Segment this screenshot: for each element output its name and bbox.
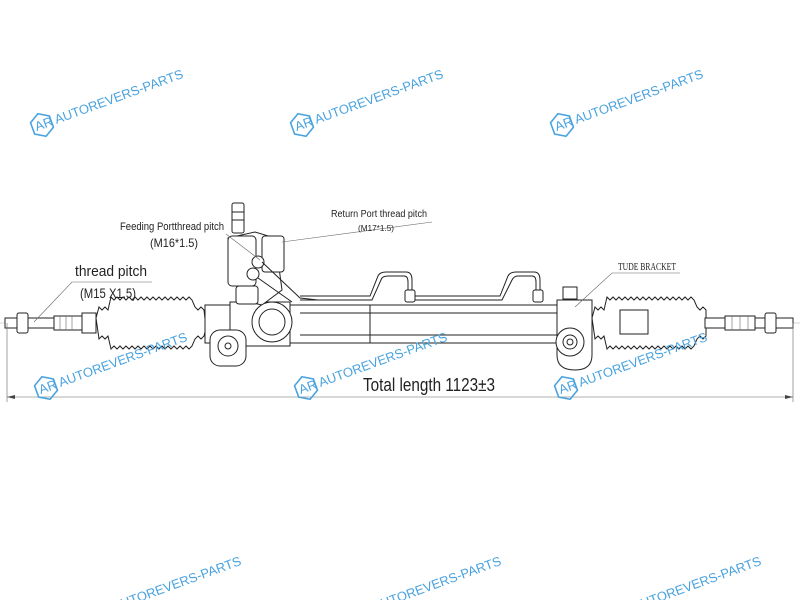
watermark-logo-text: AR: [37, 377, 59, 397]
watermark-logo-icon: [549, 112, 575, 138]
thread-pitch-spec: (M15 X1.5): [80, 285, 136, 301]
watermark-logo-icon: [553, 375, 579, 401]
watermark-label: AUTOREVERS-PARTS: [312, 66, 445, 127]
right-tie-rod: [704, 312, 794, 334]
watermark-logo-icon: [289, 112, 315, 138]
hydraulic-tubes: [300, 271, 544, 303]
watermark-label: AUTOREVERS-PARTS: [370, 553, 503, 600]
bracket-leader: [574, 272, 680, 308]
watermark-logo-text: AR: [553, 114, 575, 134]
left-tie-rod: [4, 312, 97, 334]
total-length-dimension: [6, 323, 794, 402]
feeding-port-leader: [225, 233, 261, 261]
watermark-logo-text: AR: [293, 114, 315, 134]
feeding-port-label: Feeding Portthread pitch: [120, 221, 224, 233]
return-port-spec: (M17*1.5): [358, 224, 394, 233]
bracket-label: TUDE BRACKET: [618, 262, 676, 273]
watermark-logo-text: AR: [557, 377, 579, 397]
watermark-label: AUTOREVERS-PARTS: [110, 553, 243, 600]
watermark-logo-icon: [29, 112, 55, 138]
watermark-label: AUTOREVERS-PARTS: [630, 553, 763, 600]
feeding-port-spec: (M16*1.5): [150, 236, 198, 250]
return-port-label: Return Port thread pitch: [331, 209, 427, 220]
tube-bracket: [555, 286, 593, 371]
left-mount: [209, 329, 247, 367]
total-length-label: Total length 1123±3: [363, 375, 495, 395]
watermark-label: AUTOREVERS-PARTS: [52, 66, 185, 127]
thread-pitch-leader: [33, 281, 152, 323]
watermark-label: AUTOREVERS-PARTS: [572, 66, 705, 127]
watermark-logo-icon: [33, 375, 59, 401]
return-port-leader: [281, 221, 433, 243]
watermark-logo-text: AR: [297, 377, 319, 397]
valve-body: [227, 202, 319, 306]
watermark-logo-text: AR: [33, 114, 55, 134]
thread-pitch-label: thread pitch: [75, 263, 147, 280]
inner-tie-rod-joint: [619, 309, 649, 335]
watermark-logo-icon: [293, 375, 319, 401]
